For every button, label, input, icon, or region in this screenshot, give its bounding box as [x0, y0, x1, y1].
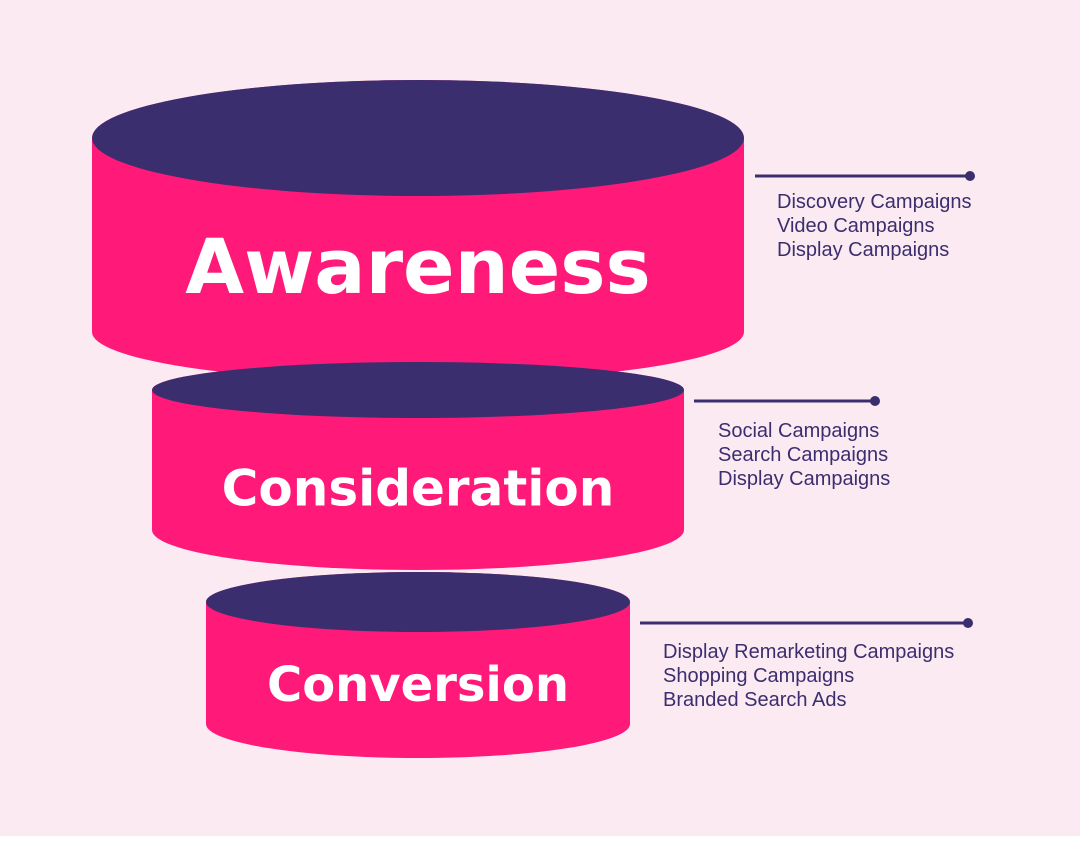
- tier-label-conversion: Conversion: [267, 657, 569, 713]
- connector-dot-awareness: [965, 171, 975, 181]
- campaign-item: Shopping Campaigns: [663, 665, 854, 687]
- campaign-item: Search Campaigns: [718, 444, 888, 466]
- campaign-item: Display Campaigns: [777, 239, 949, 261]
- connector-dot-conversion: [963, 618, 973, 628]
- tier-top-awareness: [92, 80, 744, 196]
- connector-dot-consideration: [870, 396, 880, 406]
- bottom-border: [0, 836, 1080, 841]
- campaign-item: Discovery Campaigns: [777, 191, 972, 213]
- tier-label-awareness: Awareness: [185, 222, 650, 311]
- tier-top-consideration: [152, 362, 684, 418]
- campaign-item: Branded Search Ads: [663, 689, 846, 711]
- campaign-item: Video Campaigns: [777, 215, 935, 237]
- campaign-item: Social Campaigns: [718, 420, 879, 442]
- tier-top-conversion: [206, 572, 630, 632]
- tier-label-consideration: Consideration: [222, 460, 615, 518]
- campaign-item: Display Remarketing Campaigns: [663, 641, 954, 663]
- funnel-tier-conversion: Conversion Display Remarketing CampaignsS…: [206, 572, 973, 758]
- campaign-item: Display Campaigns: [718, 468, 890, 490]
